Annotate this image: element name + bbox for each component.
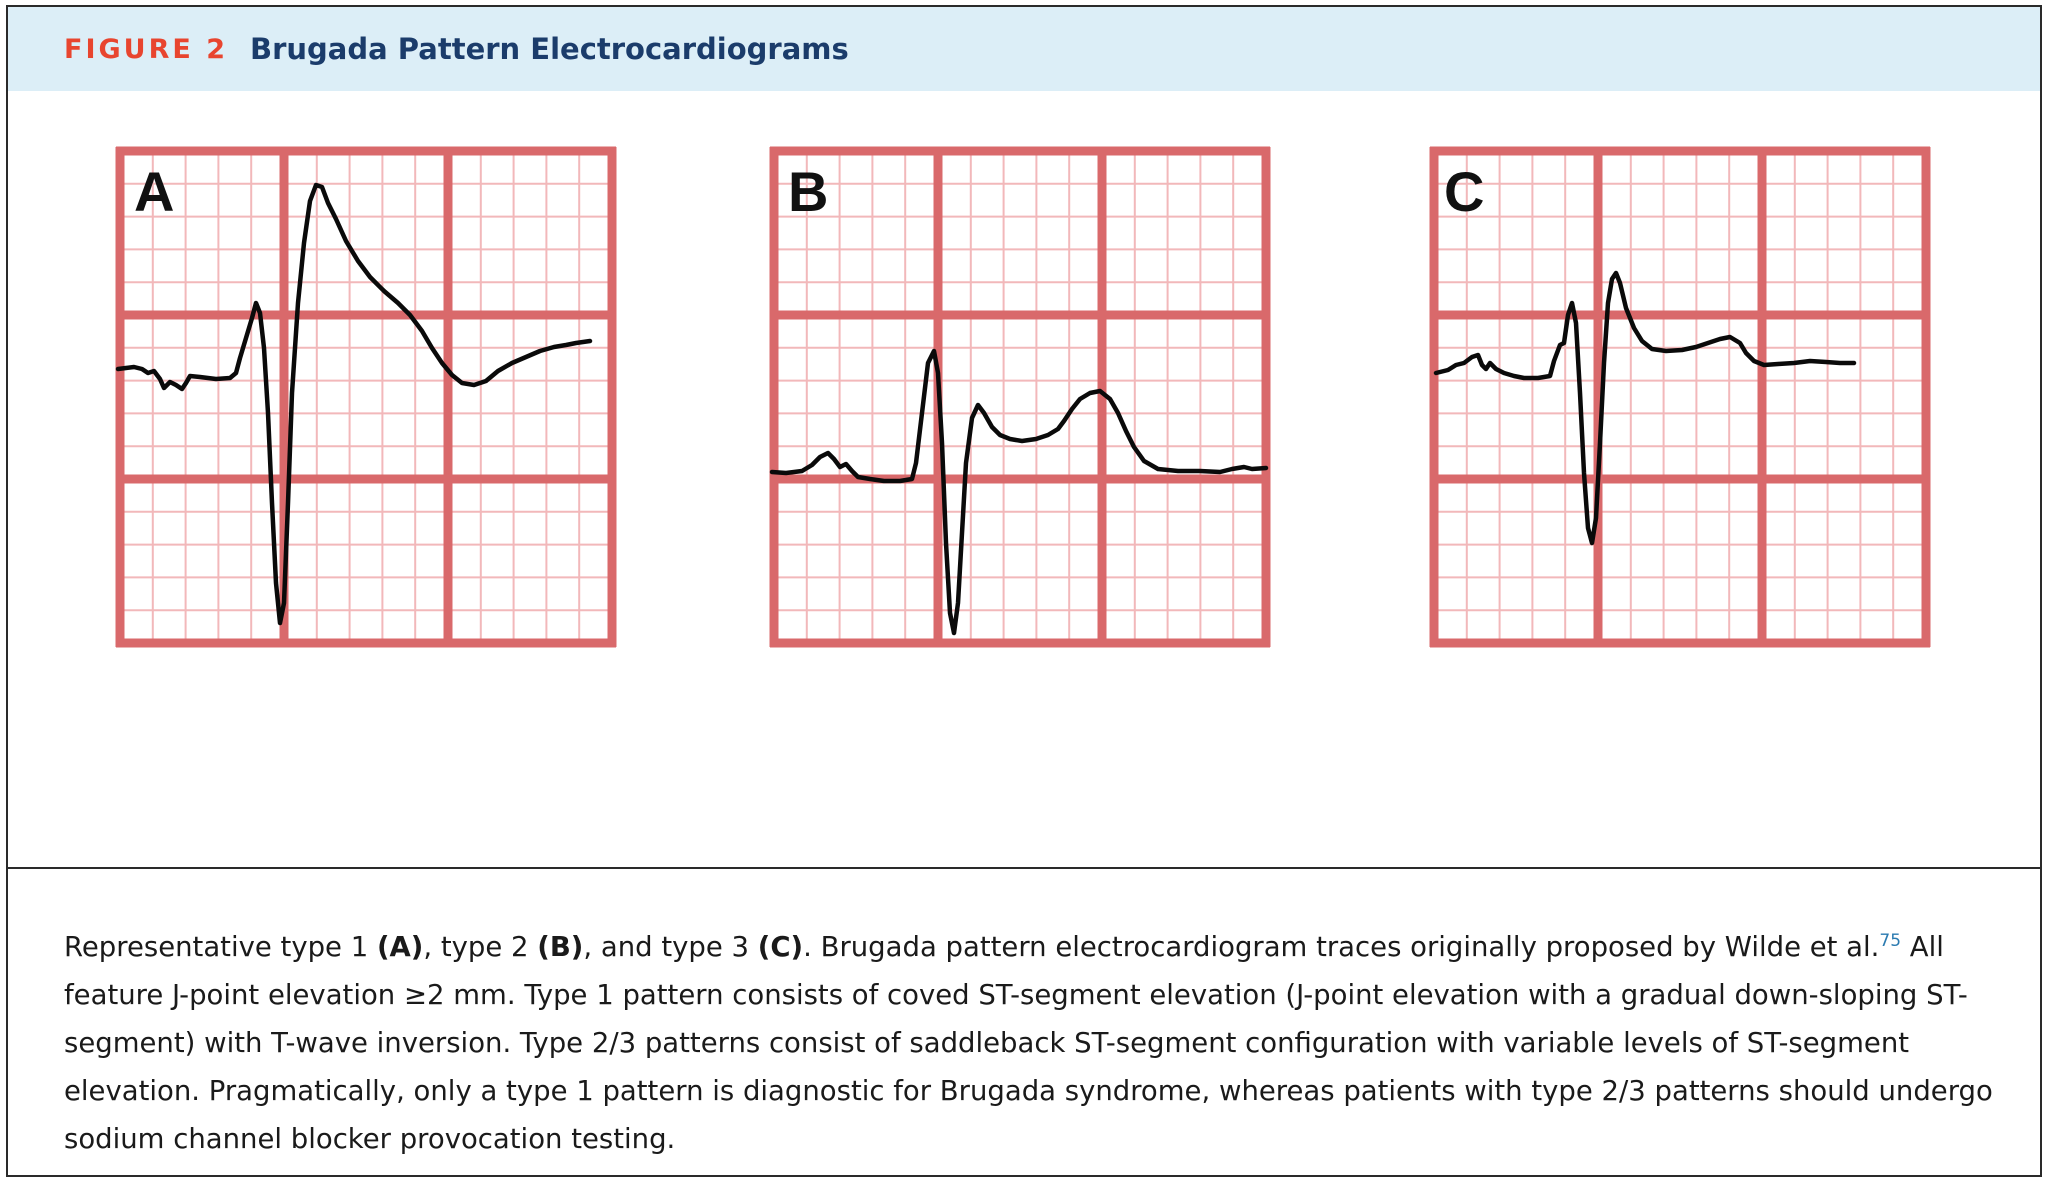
caption-text-5: All feature J-point elevation ≥2 mm. Typ… [64, 930, 1993, 1155]
ecg-trace-b [769, 348, 1269, 636]
ecg-trace-c [1433, 270, 1857, 546]
caption-text-1: Representative type 1 [64, 930, 377, 963]
ecg-trace-a [115, 182, 593, 626]
panel-letter-c: C [1444, 160, 1484, 223]
ecg-grid-c [1429, 146, 1931, 648]
panel-letter-b: B [788, 160, 828, 223]
ecg-strip-a: A [115, 146, 617, 648]
citation-link[interactable]: 75 [1879, 930, 1902, 951]
figure-frame: FIGURE 2 Brugada Pattern Electrocardiogr… [6, 5, 2042, 1177]
ecg-panel-a: A [112, 143, 642, 827]
ecg-panel-b: B [766, 143, 1300, 827]
ecg-grid-a [115, 146, 617, 648]
caption-divider [8, 867, 2040, 869]
caption-ref-b: (B) [537, 930, 584, 963]
caption-text-3: , and type 3 [583, 930, 758, 963]
caption-text-2: , type 2 [423, 930, 538, 963]
figure-caption: Representative type 1 (A), type 2 (B), a… [64, 923, 2000, 1163]
caption-text-4: . Brugada pattern electrocardiogram trac… [803, 930, 1880, 963]
figure-label: FIGURE 2 [64, 33, 228, 65]
ecg-strip-b: B [769, 146, 1271, 648]
figure-title: Brugada Pattern Electrocardiograms [250, 32, 849, 66]
ecg-panels: A B C [8, 91, 2040, 867]
panel-letter-a: A [134, 160, 174, 223]
ecg-grid-b [769, 146, 1271, 648]
figure-header: FIGURE 2 Brugada Pattern Electrocardiogr… [8, 7, 2040, 91]
ecg-strip-c: C [1429, 146, 1931, 648]
ecg-panel-c: C [1426, 143, 1956, 827]
caption-ref-a: (A) [376, 930, 424, 963]
caption-ref-c: (C) [757, 930, 804, 963]
